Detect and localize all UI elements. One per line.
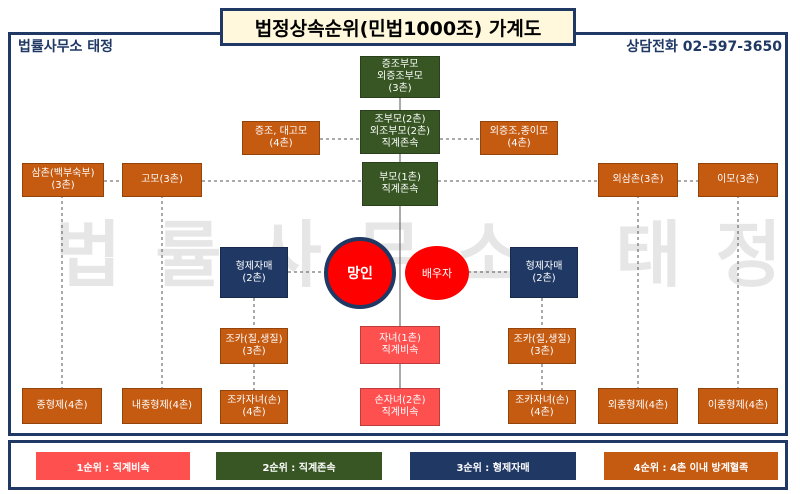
- node-label: 증조부모: [381, 59, 419, 70]
- node-grandnephew-right: 조카자녀(손) (4촌): [508, 390, 576, 424]
- node-degree: (2촌): [242, 272, 266, 284]
- node-label: 외조부모(2촌): [369, 126, 431, 137]
- node-label: 직계비속: [381, 407, 419, 418]
- node-great-uncle-right: 외증조,종이모 (4촌): [480, 121, 558, 155]
- node-cousin-paternal-uncle: 종형제(4촌): [22, 388, 102, 424]
- node-degree: (3촌): [242, 346, 266, 357]
- node-uncle-maternal: 외삼촌(3촌): [598, 163, 678, 197]
- node-label: 조카자녀(손): [227, 395, 281, 406]
- node-label: 직계존속: [381, 138, 419, 149]
- node-label: 조카자녀(손): [515, 395, 569, 406]
- legend-rank4: 4순위 : 4촌 이내 방계혈족: [604, 452, 778, 480]
- phone-number: 상담전화 02-597-3650: [626, 39, 782, 55]
- node-uncle-paternal: 삼촌(백부숙부) (3촌): [22, 163, 104, 197]
- node-degree: (4촌): [507, 138, 531, 149]
- node-great-uncle-left: 증조, 대고모 (4촌): [242, 121, 320, 155]
- node-nephew-right: 조카(질,생질) (3촌): [508, 328, 576, 364]
- office-name: 법률사무소 태정: [18, 39, 114, 55]
- node-cousin-maternal-aunt: 이종형제(4촌): [698, 388, 778, 424]
- node-nephew-left: 조카(질,생질) (3촌): [220, 328, 288, 364]
- node-label: 조카(질,생질): [513, 334, 571, 345]
- node-label: 자녀(1촌): [379, 333, 421, 344]
- node-label: 고모(3촌): [141, 174, 183, 185]
- node-label: 조카(질,생질): [225, 334, 283, 345]
- node-great-grandparents: 증조부모 외증조부모 (3촌): [360, 56, 440, 98]
- node-cousin-maternal-uncle: 외종형제(4촌): [598, 388, 678, 424]
- node-degree: (3촌): [388, 83, 412, 94]
- node-label: 외삼촌(3촌): [612, 174, 664, 185]
- node-degree: (3촌): [530, 346, 554, 357]
- node-label: 직계비속: [381, 345, 419, 356]
- node-grandchildren: 손자녀(2촌) 직계비속: [360, 388, 440, 426]
- node-cousin-paternal-aunt: 내종형제(4촌): [122, 388, 202, 424]
- node-label: 종형제(4촌): [36, 400, 88, 411]
- node-degree: (3촌): [51, 180, 75, 191]
- node-label: 내종형제(4촌): [131, 400, 193, 411]
- node-label: 형제자매: [235, 260, 273, 272]
- node-label: 삼촌(백부숙부): [31, 168, 95, 179]
- node-parents: 부모(1촌) 직계존속: [362, 162, 438, 206]
- node-spouse: 배우자: [405, 246, 469, 300]
- diagram-title: 법정상속순위(민법1000조) 가계도: [220, 8, 576, 46]
- node-grandnephew-left: 조카자녀(손) (4촌): [220, 390, 288, 424]
- node-aunt-maternal: 이모(3촌): [698, 163, 778, 197]
- legend-rank3: 3순위 : 형제자매: [410, 452, 576, 480]
- node-label: 외증조,종이모: [489, 126, 549, 137]
- node-siblings-right: 형제자매 (2촌): [510, 247, 578, 298]
- legend-frame: [8, 440, 788, 490]
- legend-rank1: 1순위 : 직계비속: [36, 452, 190, 480]
- node-degree: (2촌): [532, 272, 556, 284]
- node-label: 직계존속: [381, 184, 419, 195]
- node-label: 증조, 대고모: [254, 126, 308, 137]
- node-degree: (4촌): [269, 138, 293, 149]
- node-label: 배우자: [421, 267, 453, 280]
- node-label: 부모(1촌): [379, 172, 421, 183]
- node-label: 외증조부모: [377, 71, 423, 82]
- node-grandparents: 조부모(2촌) 외조부모(2촌) 직계존속: [360, 110, 440, 154]
- node-siblings-left: 형제자매 (2촌): [220, 247, 288, 298]
- node-label: 조부모(2촌): [374, 114, 426, 125]
- node-degree: (4촌): [242, 407, 266, 418]
- node-aunt-paternal: 고모(3촌): [122, 163, 202, 197]
- node-label: 외종형제(4촌): [607, 400, 669, 411]
- node-label: 형제자매: [525, 260, 563, 272]
- node-label: 이종형제(4촌): [707, 400, 769, 411]
- node-label: 망인: [347, 266, 373, 282]
- node-children: 자녀(1촌) 직계비속: [360, 326, 440, 364]
- node-label: 이모(3촌): [717, 174, 759, 185]
- legend-rank2: 2순위 : 직계존속: [216, 452, 382, 480]
- node-label: 손자녀(2촌): [374, 395, 426, 406]
- node-deceased: 망인: [324, 237, 396, 309]
- node-degree: (4촌): [530, 407, 554, 418]
